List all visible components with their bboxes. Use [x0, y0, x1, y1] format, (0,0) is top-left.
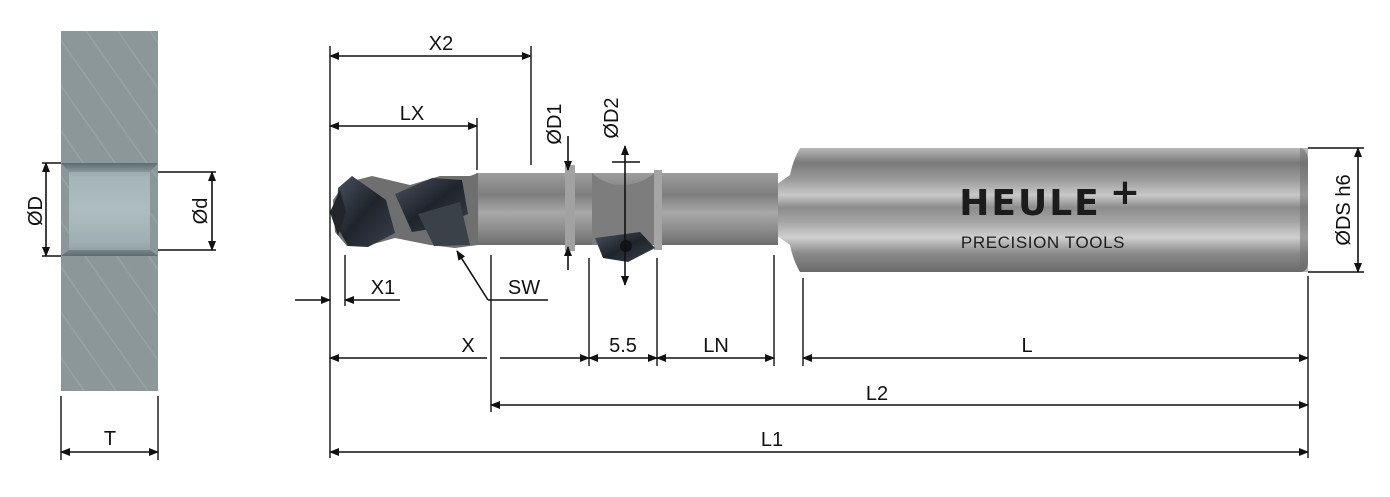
- drill-tip: [330, 190, 346, 236]
- drill-flute-3: [418, 202, 470, 246]
- d2-label: ØD2: [601, 97, 623, 138]
- tool-groove-ring: [654, 170, 662, 250]
- x1-label: X1: [371, 277, 395, 299]
- brand-tagline: PRECISION TOOLS: [961, 233, 1125, 252]
- d1-label: ØD1: [544, 103, 566, 144]
- workpiece-bore-inner: [69, 172, 150, 250]
- id-label: Ød: [190, 198, 212, 225]
- od-label: ØD: [25, 196, 47, 226]
- drill-flute-insert-1: [336, 176, 395, 247]
- insert-screw: [620, 240, 632, 252]
- x2-label: X2: [429, 33, 453, 55]
- sw-label: SW: [508, 277, 540, 299]
- lx-label: LX: [400, 103, 424, 125]
- sw-leader: [456, 250, 489, 301]
- brand-logo: HEULE: [959, 183, 1100, 224]
- groove-label: 5.5: [609, 335, 637, 357]
- tool-ring-d1: [565, 165, 575, 251]
- tool-dimensions: X2 LX ØD1 ØD2 ØDS h6 X1 SW X 5.5 LN: [295, 33, 1364, 458]
- brand-logo-plus: +: [1110, 172, 1142, 213]
- tool-shank: [776, 148, 1308, 272]
- x-label: X: [461, 335, 474, 357]
- t-label: T: [104, 428, 116, 450]
- shank-end-face: [1300, 148, 1308, 272]
- l-label: L: [1021, 335, 1032, 357]
- l1-label: L1: [761, 429, 783, 451]
- ln-label: LN: [703, 335, 729, 357]
- ds-label: ØDS h6: [1333, 174, 1355, 245]
- workpiece-section: ØD Ød T: [25, 31, 216, 460]
- l2-label: L2: [866, 383, 888, 405]
